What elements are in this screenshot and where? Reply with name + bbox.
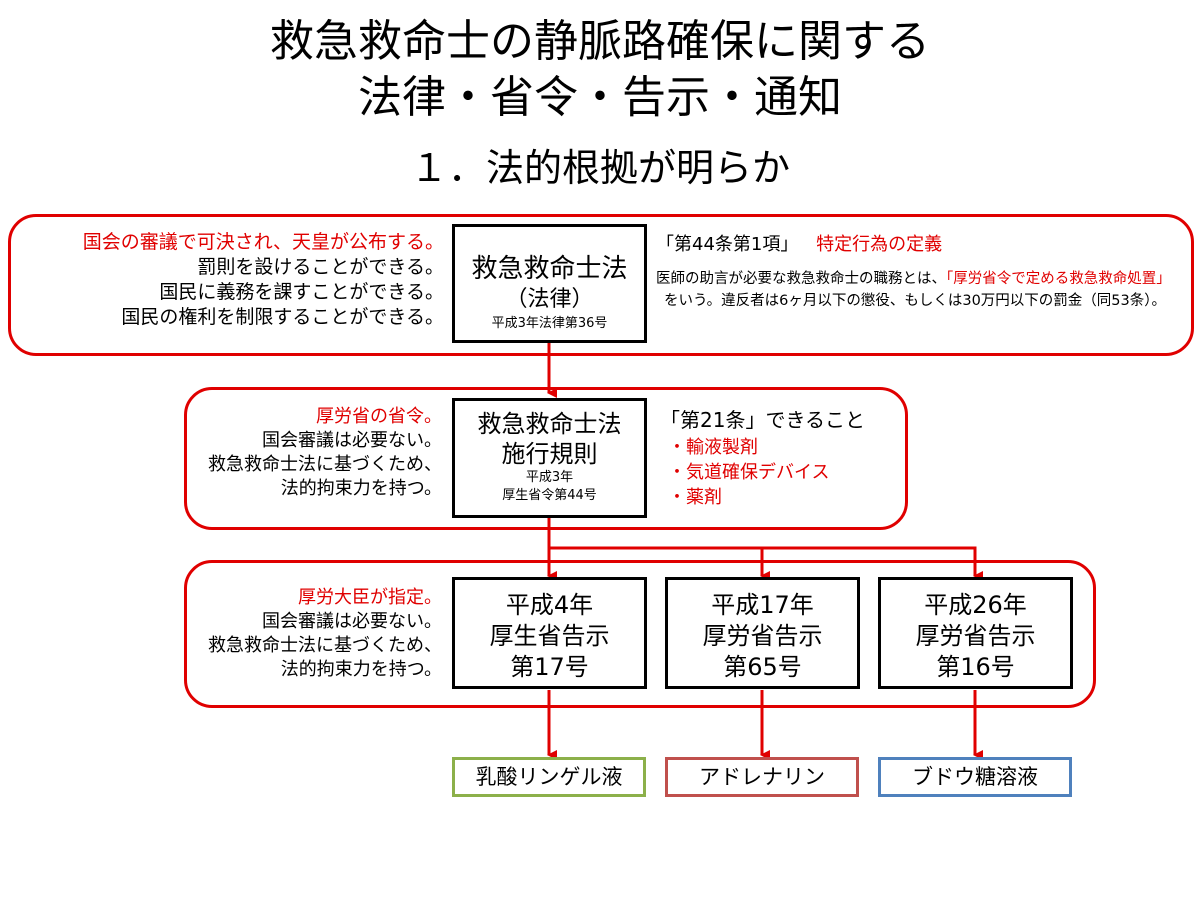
ordinance-box: 救急救命士法 施行規則 平成3年 厚生省令第44号: [452, 398, 647, 518]
ordinance-note-1: 厚労省の省令。: [316, 406, 442, 427]
notice-box-year: 平成26年: [924, 591, 1027, 619]
law-box-subtitle: （法律）: [505, 287, 594, 312]
ordinance-article-heading: 「第21条」できること: [660, 408, 866, 432]
ordinance-note-2: 国会審議は必要ない。: [262, 430, 442, 451]
law-box-ref: 平成3年法律第36号: [491, 316, 608, 331]
law-note-2: 罰則を設けることができる。: [197, 256, 444, 278]
law-band: [8, 214, 1194, 356]
law-article-heading: 「第44条第1項」: [656, 234, 799, 255]
leaf-adrenaline: アドレナリン: [665, 757, 859, 797]
law-note-1: 国会の審議で可決され、天皇が公布する。: [82, 231, 444, 253]
ordinance-bullet-list: ・輸液製剤 ・気道確保デバイス ・薬剤: [668, 435, 900, 510]
ordinance-band-left-text: 厚労省の省令。 国会審議は必要ない。 救急救命士法に基づくため、 法的拘束力を持…: [186, 405, 442, 501]
notice-note-3: 救急救命士法に基づくため、: [208, 635, 442, 656]
notice-box-ministry: 厚労省告示: [915, 622, 1036, 650]
ordinance-bullet-item: ・気道確保デバイス: [668, 462, 830, 483]
law-band-right-text: 「第44条第1項」 特定行為の定義 医師の助言が必要な救急救命士の職務とは、「厚…: [656, 230, 1188, 312]
leaf-lactated-ringer: 乳酸リンゲル液: [452, 757, 646, 797]
notice-box-h17: 平成17年 厚労省告示 第65号: [665, 577, 860, 689]
ordinance-band-right-text: 「第21条」できること ・輸液製剤 ・気道確保デバイス ・薬剤: [660, 405, 900, 510]
notice-box-ministry: 厚生省告示: [489, 622, 610, 650]
notice-box-year: 平成17年: [711, 591, 814, 619]
ordinance-box-title-2: 施行規則: [501, 440, 598, 468]
notice-box-number: 第16号: [936, 653, 1015, 681]
notice-box-ministry: 厚労省告示: [702, 622, 823, 650]
ordinance-bullet-item: ・輸液製剤: [668, 437, 758, 458]
ordinance-box-title-1: 救急救命士法: [477, 410, 622, 438]
ordinance-note-4: 法的拘束力を持つ。: [280, 478, 442, 499]
law-article-body-2: をいう。違反者は6ヶ月以下の懲役、もしくは30万円以下の罰金（同53条）。: [664, 293, 1167, 309]
law-article-body-1: 医師の助言が必要な救急救命士の職務とは、: [656, 271, 946, 287]
notice-box-h4: 平成4年 厚生省告示 第17号: [452, 577, 647, 689]
notice-band: [184, 560, 1096, 708]
title-line-2: 法律・省令・告示・通知: [358, 72, 842, 123]
ordinance-band: [184, 387, 908, 530]
title-line-1: 救急救命士の静脈路確保に関する: [270, 16, 930, 67]
law-note-4: 国民の権利を制限することができる。: [121, 306, 444, 328]
ordinance-box-ref-2: 厚生省令第44号: [502, 488, 597, 503]
notice-box-number: 第17号: [510, 653, 589, 681]
ordinance-box-ref-1: 平成3年: [525, 470, 574, 485]
leaf-glucose-solution: ブドウ糖溶液: [878, 757, 1072, 797]
law-box-title: 救急救命士法: [471, 254, 628, 284]
ordinance-note-3: 救急救命士法に基づくため、: [208, 454, 442, 475]
law-box: 救急救命士法 （法律） 平成3年法律第36号: [452, 224, 647, 343]
notice-note-1: 厚労大臣が指定。: [298, 587, 442, 608]
arrow-ordinance-to-notice-3: [549, 546, 983, 581]
notice-note-2: 国会審議は必要ない。: [262, 611, 442, 632]
subtitle: １．法的根拠が明らか: [409, 146, 790, 190]
notice-box-year: 平成4年: [505, 591, 594, 619]
law-article-body-red: 「厚労省令で定める救急救命処置」: [946, 271, 1171, 287]
law-article-definition: 特定行為の定義: [816, 234, 943, 255]
notice-box-number: 第65号: [723, 653, 802, 681]
notice-box-h26: 平成26年 厚労省告示 第16号: [878, 577, 1073, 689]
law-band-left-text: 国会の審議で可決され、天皇が公布する。 罰則を設けることができる。 国民に義務を…: [14, 230, 444, 330]
notice-band-left-text: 厚労大臣が指定。 国会審議は必要ない。 救急救命士法に基づくため、 法的拘束力を…: [186, 586, 442, 682]
ordinance-bullet-item: ・薬剤: [668, 487, 722, 508]
notice-note-4: 法的拘束力を持つ。: [280, 659, 442, 680]
law-note-3: 国民に義務を課すことができる。: [159, 281, 444, 303]
